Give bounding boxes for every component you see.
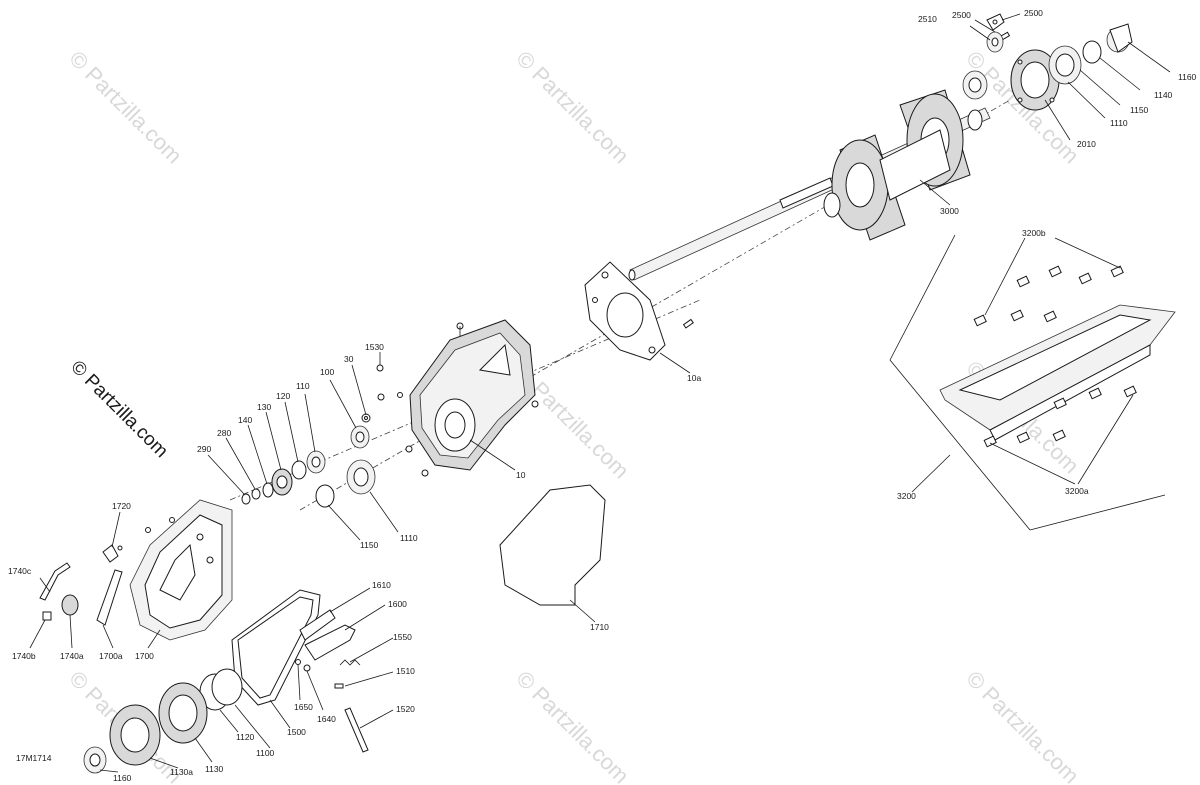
part-290-nut — [241, 493, 251, 505]
part-1510-pin — [334, 683, 344, 689]
part-1500-chain — [231, 589, 321, 706]
watermark-text: © Partzilla.com — [511, 46, 634, 169]
part-1100-bearing — [211, 668, 243, 706]
callout-1740b: 1740b — [12, 651, 36, 661]
part-1550-spring — [339, 659, 361, 666]
callout-2510: 2510 — [918, 14, 937, 24]
callout-1700a: 1700a — [99, 651, 123, 661]
part-1150-circlip — [315, 484, 335, 508]
callout-1510: 1510 — [396, 666, 415, 676]
callout-1740c: 1740c — [8, 566, 32, 576]
part-30-nut — [361, 413, 371, 423]
callout-1530: 1530 — [365, 342, 384, 352]
part-1740a-cap — [61, 594, 79, 616]
part-1530-bolt — [376, 364, 385, 401]
callout-2500-a: 2500 — [952, 10, 971, 20]
callout-1150: 1150 — [360, 540, 379, 550]
callout-1700: 1700 — [135, 651, 154, 661]
part-1160-nut — [83, 746, 107, 774]
part-1610-tensioner — [299, 609, 336, 641]
part-3200b-clips — [973, 265, 1124, 327]
watermark-text: © Partzilla.com — [511, 666, 634, 785]
part-1150-bearing-top — [1048, 45, 1082, 85]
callout-3200b: 3200b — [1022, 228, 1046, 238]
part-120-ring — [291, 460, 307, 480]
callout-1650: 1650 — [294, 702, 313, 712]
callout-1100: 1100 — [256, 748, 275, 758]
part-2010-plate — [1010, 49, 1060, 111]
callout-1160: 1160 — [113, 773, 132, 783]
watermark-text: © Partzilla.com — [64, 46, 187, 169]
callout-3200: 3200 — [897, 491, 916, 501]
part-1640-bolt — [303, 664, 311, 672]
callout-1150-top: 1150 — [1130, 105, 1149, 115]
callout-290: 290 — [197, 444, 211, 454]
callout-10a: 10a — [687, 373, 701, 383]
part-10a-gasket — [584, 261, 694, 361]
part-1520-rod — [344, 707, 369, 753]
part-1740c-hose — [39, 562, 71, 601]
part-280-washer — [251, 488, 261, 500]
callout-2010: 2010 — [1077, 139, 1096, 149]
part-1600-tensioner-arm — [304, 624, 356, 661]
callout-1110: 1110 — [400, 533, 418, 543]
part-2500-clip — [986, 13, 1005, 31]
callout-140: 140 — [238, 415, 252, 425]
group-bracket-3200 — [889, 234, 1166, 531]
callout-2500-b: 2500 — [1024, 8, 1043, 18]
callout-1550: 1550 — [393, 632, 412, 642]
callout-110: 110 — [296, 381, 310, 391]
part-1110-bearing — [346, 459, 376, 495]
callout-100: 100 — [320, 367, 334, 377]
leader-lines — [29, 13, 1171, 773]
part-3000-drive-shaft — [628, 89, 991, 281]
callout-1600: 1600 — [388, 599, 407, 609]
callout-1710: 1710 — [590, 622, 609, 632]
callout-280: 280 — [217, 428, 231, 438]
part-2510-bearing — [986, 31, 1004, 53]
callout-1740a: 1740a — [60, 651, 84, 661]
part-1700-chaincase-cover — [129, 499, 233, 641]
part-100-bearing — [350, 425, 370, 449]
part-10-chaincase-housing — [397, 319, 539, 477]
callout-1130a: 1130a — [170, 767, 193, 777]
part-1710-gasket — [499, 484, 606, 606]
callout-1500: 1500 — [287, 727, 306, 737]
part-1130-sprocket — [158, 682, 208, 744]
part-1700a-bracket — [96, 569, 123, 626]
callout-1140: 1140 — [1154, 90, 1173, 100]
callout-labels: 2510 2500 2500 1160 1140 1150 1110 2010 … — [8, 8, 1197, 783]
part-3200a-clips — [983, 385, 1137, 448]
part-1740b-plug — [42, 611, 52, 621]
part-1720-sensor — [102, 544, 123, 563]
part-3200-slide-panel — [939, 304, 1176, 441]
callout-1130: 1130 — [205, 764, 224, 774]
part-130-gear — [271, 468, 293, 496]
part-1160-seal-top — [1106, 23, 1133, 53]
callout-1610: 1610 — [372, 580, 391, 590]
callout-1640: 1640 — [317, 714, 336, 724]
callout-1160-top: 1160 — [1178, 72, 1197, 82]
part-110-bearing — [306, 450, 326, 474]
part-140-washer — [262, 482, 274, 498]
callout-10: 10 — [516, 470, 526, 480]
callout-3000: 3000 — [940, 206, 959, 216]
callout-120: 120 — [276, 391, 290, 401]
part-1130a-gear — [109, 704, 161, 766]
watermark-text-large: © Partzilla.com — [66, 357, 171, 462]
part-1140-ring — [1082, 40, 1102, 64]
callout-130: 130 — [257, 402, 271, 412]
callout-1120: 1120 — [236, 732, 255, 742]
callout-30: 30 — [344, 354, 354, 364]
part-1650-washer — [295, 659, 301, 665]
callout-1520: 1520 — [396, 704, 415, 714]
drawing-code: 17M1714 — [16, 753, 52, 763]
callout-1720: 1720 — [112, 501, 131, 511]
callout-3200a: 3200a — [1065, 486, 1089, 496]
watermark-text: © Partzilla.com — [961, 666, 1084, 785]
callout-1110-top: 1110 — [1110, 118, 1128, 128]
part-1110-bearing-top — [962, 70, 988, 100]
